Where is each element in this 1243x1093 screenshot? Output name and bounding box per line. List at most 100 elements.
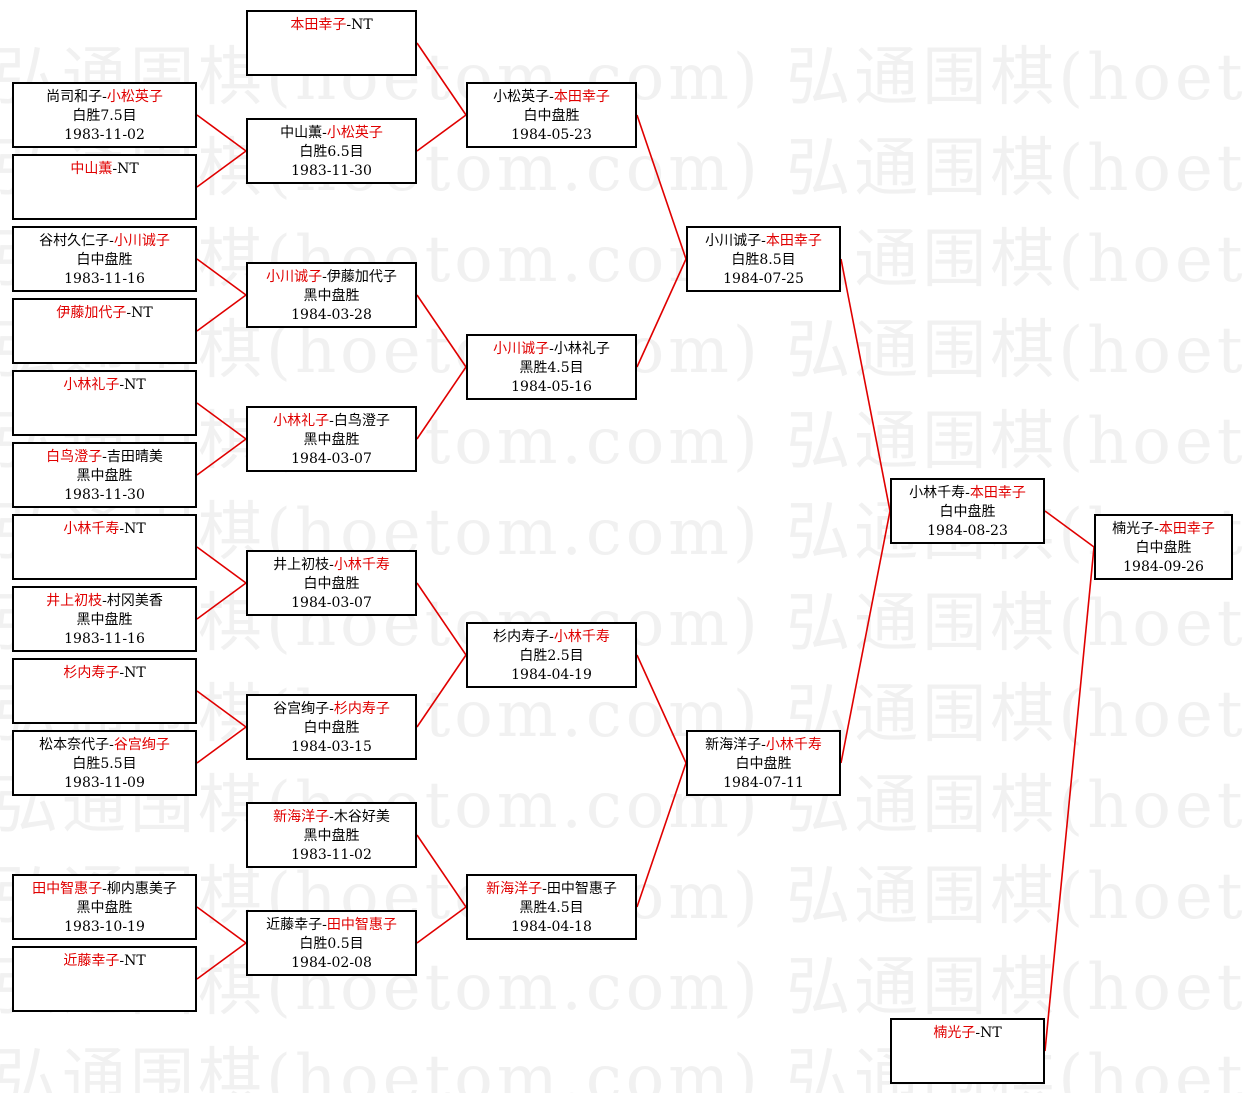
player-separator: - <box>126 305 132 321</box>
match-box-r1-12: 近藤幸子-NT <box>12 946 197 1012</box>
match-date: 1983-10-19 <box>64 919 145 935</box>
match-players: 小川诚子-本田幸子 <box>688 232 839 251</box>
player-2: 本田幸子 <box>969 485 1026 501</box>
connector-line <box>416 654 467 728</box>
match-players: 新海洋子-小林千寿 <box>688 736 839 755</box>
match-players: 近藤幸子-NT <box>14 952 195 971</box>
player-separator: - <box>346 17 352 33</box>
player-separator: - <box>542 881 547 897</box>
player-2: 吉田晴美 <box>106 449 163 465</box>
match-box-r1-5: 小林礼子-NT <box>12 370 197 436</box>
match-result: 白中盘胜 <box>303 576 360 592</box>
connector-line <box>196 546 247 584</box>
match-date: 1983-11-16 <box>64 631 145 647</box>
player-separator: - <box>102 881 107 897</box>
player-1: 小林礼子 <box>63 377 120 393</box>
match-players: 小川诚子-小林礼子 <box>468 340 635 359</box>
player-2: NT <box>117 161 139 177</box>
player-1: 小林千寿 <box>63 521 120 537</box>
match-box-r1-9: 杉内寿子-NT <box>12 658 197 724</box>
match-result: 白中盘胜 <box>939 504 996 520</box>
match-players: 新海洋子-田中智惠子 <box>468 880 635 899</box>
match-result: 白中盘胜 <box>76 252 133 268</box>
match-box-r1-2: 中山薫-NT <box>12 154 197 220</box>
player-2: 本田幸子 <box>765 233 822 249</box>
player-1: 伊藤加代子 <box>56 305 127 321</box>
player-2: NT <box>124 521 146 537</box>
match-players: 小林礼子-白鸟澄子 <box>248 412 415 431</box>
player-1: 杉内寿子 <box>63 665 120 681</box>
player-2: 白鸟澄子 <box>333 413 390 429</box>
connector-line <box>1044 546 1095 1052</box>
match-date: 1984-05-16 <box>511 379 592 395</box>
match-date: 1983-11-02 <box>64 127 145 143</box>
player-separator: - <box>119 665 125 681</box>
connector-line <box>196 690 247 728</box>
connector-line <box>196 258 247 296</box>
connector-line <box>636 114 687 260</box>
connector-line <box>196 438 247 476</box>
player-2: 小松英子 <box>326 125 383 141</box>
player-2: 村冈美香 <box>106 593 163 609</box>
player-1: 杉内寿子 <box>493 629 550 645</box>
match-result: 黑中盘胜 <box>303 828 360 844</box>
match-date: 1984-08-23 <box>927 523 1008 539</box>
match-result: 白中盘胜 <box>303 720 360 736</box>
match-date: 1984-09-26 <box>1123 559 1204 575</box>
match-players: 谷村久仁子-小川诚子 <box>14 232 195 251</box>
player-separator: - <box>549 89 554 105</box>
match-players: 杉内寿子-NT <box>14 664 195 683</box>
player-separator: - <box>119 377 125 393</box>
player-1: 小松英子 <box>493 89 550 105</box>
connector-line <box>840 258 891 512</box>
match-date: 1984-03-07 <box>291 595 372 611</box>
match-date: 1984-04-18 <box>511 919 592 935</box>
match-date: 1984-03-15 <box>291 739 372 755</box>
match-result: 白胜6.5目 <box>299 144 364 160</box>
player-2: NT <box>124 377 146 393</box>
connector-line <box>416 42 467 116</box>
player-2: NT <box>351 17 373 33</box>
player-1: 井上初枝 <box>46 593 103 609</box>
connector-line <box>196 582 247 620</box>
player-separator: - <box>119 953 125 969</box>
connector-line <box>196 906 247 944</box>
player-1: 新海洋子 <box>705 737 762 753</box>
player-1: 中山薫 <box>280 125 323 141</box>
player-1: 小林礼子 <box>273 413 330 429</box>
player-1: 小川诚子 <box>266 269 323 285</box>
player-2: 小林千寿 <box>333 557 390 573</box>
match-box-r5-2: 楠光子-NT <box>890 1018 1045 1084</box>
connector-line <box>416 294 467 368</box>
match-players: 小松英子-本田幸子 <box>468 88 635 107</box>
player-separator: - <box>549 629 554 645</box>
player-2: NT <box>980 1025 1002 1041</box>
player-1: 近藤幸子 <box>266 917 323 933</box>
connector-line <box>196 294 247 332</box>
connector-line <box>416 906 467 944</box>
match-date: 1984-07-25 <box>723 271 804 287</box>
player-2: 小川诚子 <box>113 233 170 249</box>
match-result: 黑中盘胜 <box>303 432 360 448</box>
player-1: 尚司和子 <box>46 89 103 105</box>
match-players: 伊藤加代子-NT <box>14 304 195 323</box>
player-2: NT <box>124 953 146 969</box>
match-players: 尚司和子-小松英子 <box>14 88 195 107</box>
match-box-r1-4: 伊藤加代子-NT <box>12 298 197 364</box>
match-date: 1984-04-19 <box>511 667 592 683</box>
match-date: 1983-11-02 <box>291 847 372 863</box>
player-separator: - <box>329 557 334 573</box>
